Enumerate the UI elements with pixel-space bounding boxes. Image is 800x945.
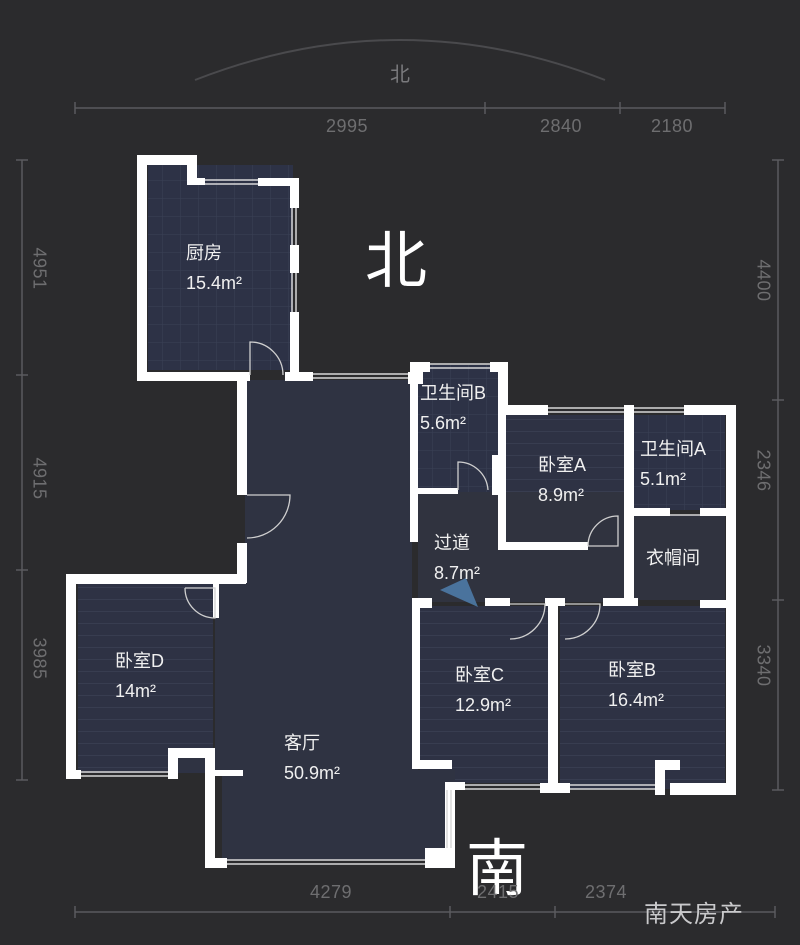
dimension-lines — [16, 102, 784, 918]
room-bedroom-d-name: 卧室D — [115, 651, 164, 671]
dim-bottom-3: 2374 — [585, 882, 628, 902]
bedroom-d-floor — [78, 583, 213, 773]
room-bedroom-a-name: 卧室A — [538, 455, 587, 475]
closet-floor — [633, 515, 725, 600]
viewpoint-marker — [440, 578, 478, 607]
watermark: 南天房产 — [644, 901, 744, 928]
walls — [66, 155, 736, 868]
room-kitchen-name: 厨房 — [186, 243, 222, 263]
room-bedroom-a-area: 8.9m² — [538, 485, 585, 505]
room-bedroom-d-area: 14m² — [115, 681, 157, 701]
room-bath-b-area: 5.6m² — [420, 413, 467, 433]
bedroom-b-floor — [560, 606, 725, 789]
kitchen-floor — [148, 165, 293, 370]
room-living-area: 50.9m² — [284, 763, 341, 783]
dim-left-1: 4951 — [29, 247, 50, 290]
dim-top-2: 2840 — [540, 116, 583, 136]
room-bedroom-b-area: 16.4m² — [608, 690, 665, 710]
room-bath-b-name: 卫生间B — [420, 383, 487, 403]
compass-arc — [194, 39, 606, 81]
room-living-name: 客厅 — [284, 733, 320, 753]
room-bedroom-c-name: 卧室C — [455, 665, 504, 685]
room-bedroom-c-area: 12.9m² — [455, 695, 512, 715]
dim-right-3: 3340 — [753, 644, 774, 687]
room-kitchen-area: 15.4m² — [186, 273, 243, 293]
windows — [81, 179, 700, 865]
compass-north-label: 北 — [390, 64, 411, 86]
room-bath-a-area: 5.1m² — [640, 469, 687, 489]
living-floor — [175, 380, 455, 860]
dim-bottom-2: 2415 — [477, 882, 520, 902]
door-swings — [184, 341, 619, 640]
north-label: 北 — [365, 224, 428, 297]
room-closet-name: 衣帽间 — [646, 548, 700, 568]
room-hallway-name: 过道 — [434, 533, 470, 553]
south-label: 南 — [466, 832, 529, 905]
room-bedroom-b-name: 卧室B — [608, 660, 657, 680]
bath-a-floor — [633, 415, 725, 510]
room-bath-a-name: 卫生间A — [640, 439, 707, 459]
dim-right-1: 4400 — [753, 259, 774, 302]
dim-left-3: 3985 — [29, 637, 50, 680]
bedroom-c-floor — [420, 606, 553, 783]
room-hallway-area: 8.7m² — [434, 563, 481, 583]
dim-right-2: 2346 — [753, 449, 774, 492]
room-floors — [78, 165, 725, 860]
dim-top-3: 2180 — [651, 116, 694, 136]
dim-top-1: 2995 — [326, 116, 369, 136]
dim-left-2: 4915 — [29, 457, 50, 500]
dim-bottom-1: 4279 — [310, 882, 353, 902]
